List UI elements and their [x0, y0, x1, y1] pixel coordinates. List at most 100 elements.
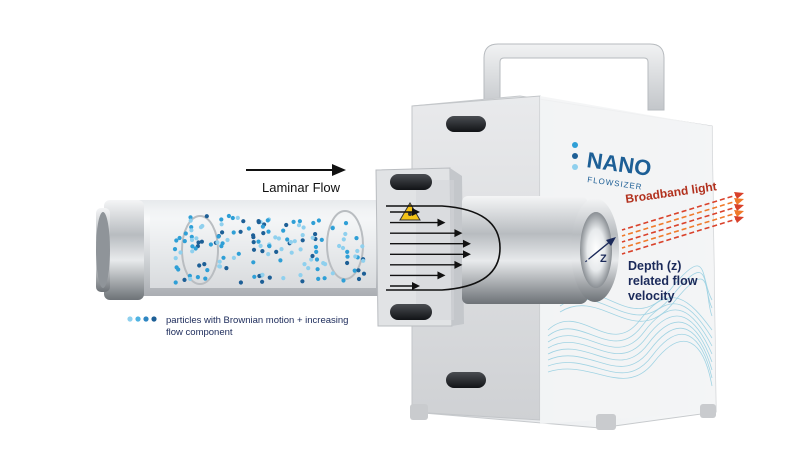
particle [202, 262, 207, 267]
carry-handle [483, 43, 665, 111]
particle [187, 273, 192, 278]
particle [345, 260, 350, 266]
particle [313, 232, 318, 237]
particle [226, 213, 231, 219]
particle [337, 243, 342, 249]
light-beam-head [734, 216, 744, 223]
legend-dot [143, 316, 149, 322]
particle [352, 268, 357, 273]
particle [215, 240, 220, 245]
particle [356, 276, 362, 282]
particle [330, 271, 335, 276]
laminar-flow-arrow [246, 164, 346, 176]
flow-arrow-head [462, 239, 471, 248]
particle [260, 272, 265, 277]
particle [353, 254, 358, 259]
light-beam [621, 193, 741, 231]
particle [296, 223, 302, 228]
particle [231, 255, 236, 260]
light-beam [621, 217, 741, 255]
particle [216, 234, 221, 239]
particle [230, 215, 235, 221]
particle [300, 279, 305, 284]
knob-clamp-top[interactable] [390, 174, 432, 190]
particle [284, 222, 289, 228]
particle [345, 249, 350, 254]
particle [311, 220, 316, 226]
particle [251, 235, 256, 240]
device-foot [700, 404, 716, 418]
particle [360, 244, 365, 249]
particle [274, 249, 279, 254]
flow-arrow-head [454, 260, 463, 269]
particle [260, 224, 265, 229]
particle [188, 218, 193, 223]
particle [219, 217, 224, 222]
legend-dots [127, 316, 157, 322]
particle [289, 250, 294, 255]
light-beam-head [734, 210, 744, 217]
particle [267, 244, 272, 249]
particle [173, 280, 178, 285]
knob-top-left[interactable] [446, 116, 486, 132]
particle [292, 239, 297, 244]
light-beam-head [734, 192, 744, 199]
particle [260, 279, 265, 284]
particle [298, 247, 303, 252]
particle [183, 231, 188, 236]
knob-bottom-left[interactable] [446, 372, 486, 388]
particle [231, 230, 236, 235]
particle [310, 253, 315, 259]
particle [258, 243, 263, 248]
brand-logo [572, 142, 578, 170]
particle [313, 244, 318, 250]
particle [178, 250, 183, 255]
particle [314, 249, 319, 254]
particle [238, 280, 243, 285]
particle [172, 247, 178, 252]
particle [189, 237, 195, 243]
legend-text-line2: flow component [166, 327, 233, 338]
particle [281, 276, 286, 281]
particle [217, 264, 222, 269]
particle [189, 234, 194, 239]
particle [190, 244, 195, 249]
depth-label-line1: Depth (z) [628, 259, 681, 273]
particle [224, 266, 229, 271]
particle [354, 236, 359, 241]
particle [193, 246, 198, 251]
particle [246, 226, 251, 231]
particle [341, 237, 346, 242]
light-beam [621, 199, 741, 237]
particle [188, 276, 193, 282]
particle [321, 261, 326, 266]
knob-clamp-bottom[interactable] [390, 304, 432, 320]
particle [297, 219, 302, 224]
device-foot [410, 404, 428, 420]
particle [314, 257, 320, 262]
particle [309, 257, 314, 262]
particle [203, 276, 208, 281]
particle [300, 238, 305, 243]
particle [225, 237, 230, 243]
particle [279, 247, 284, 252]
particle [302, 262, 307, 267]
particle [281, 228, 286, 233]
left-end-fitting [96, 200, 144, 300]
depth-label-line2: related flow [628, 274, 698, 288]
flow-arrow-head [454, 229, 463, 238]
laminar-flow-label: Laminar Flow [262, 180, 341, 195]
particle [194, 236, 199, 241]
particle [208, 242, 213, 247]
particle [330, 226, 335, 231]
particle [310, 235, 315, 240]
particle [199, 239, 204, 244]
particle [182, 239, 187, 244]
flow-arrow-head [412, 282, 420, 290]
particle [190, 249, 195, 254]
particle [221, 255, 226, 260]
particle [197, 263, 202, 268]
particle [260, 249, 265, 254]
particle [322, 276, 327, 281]
z-axis-label: Z [600, 253, 607, 265]
